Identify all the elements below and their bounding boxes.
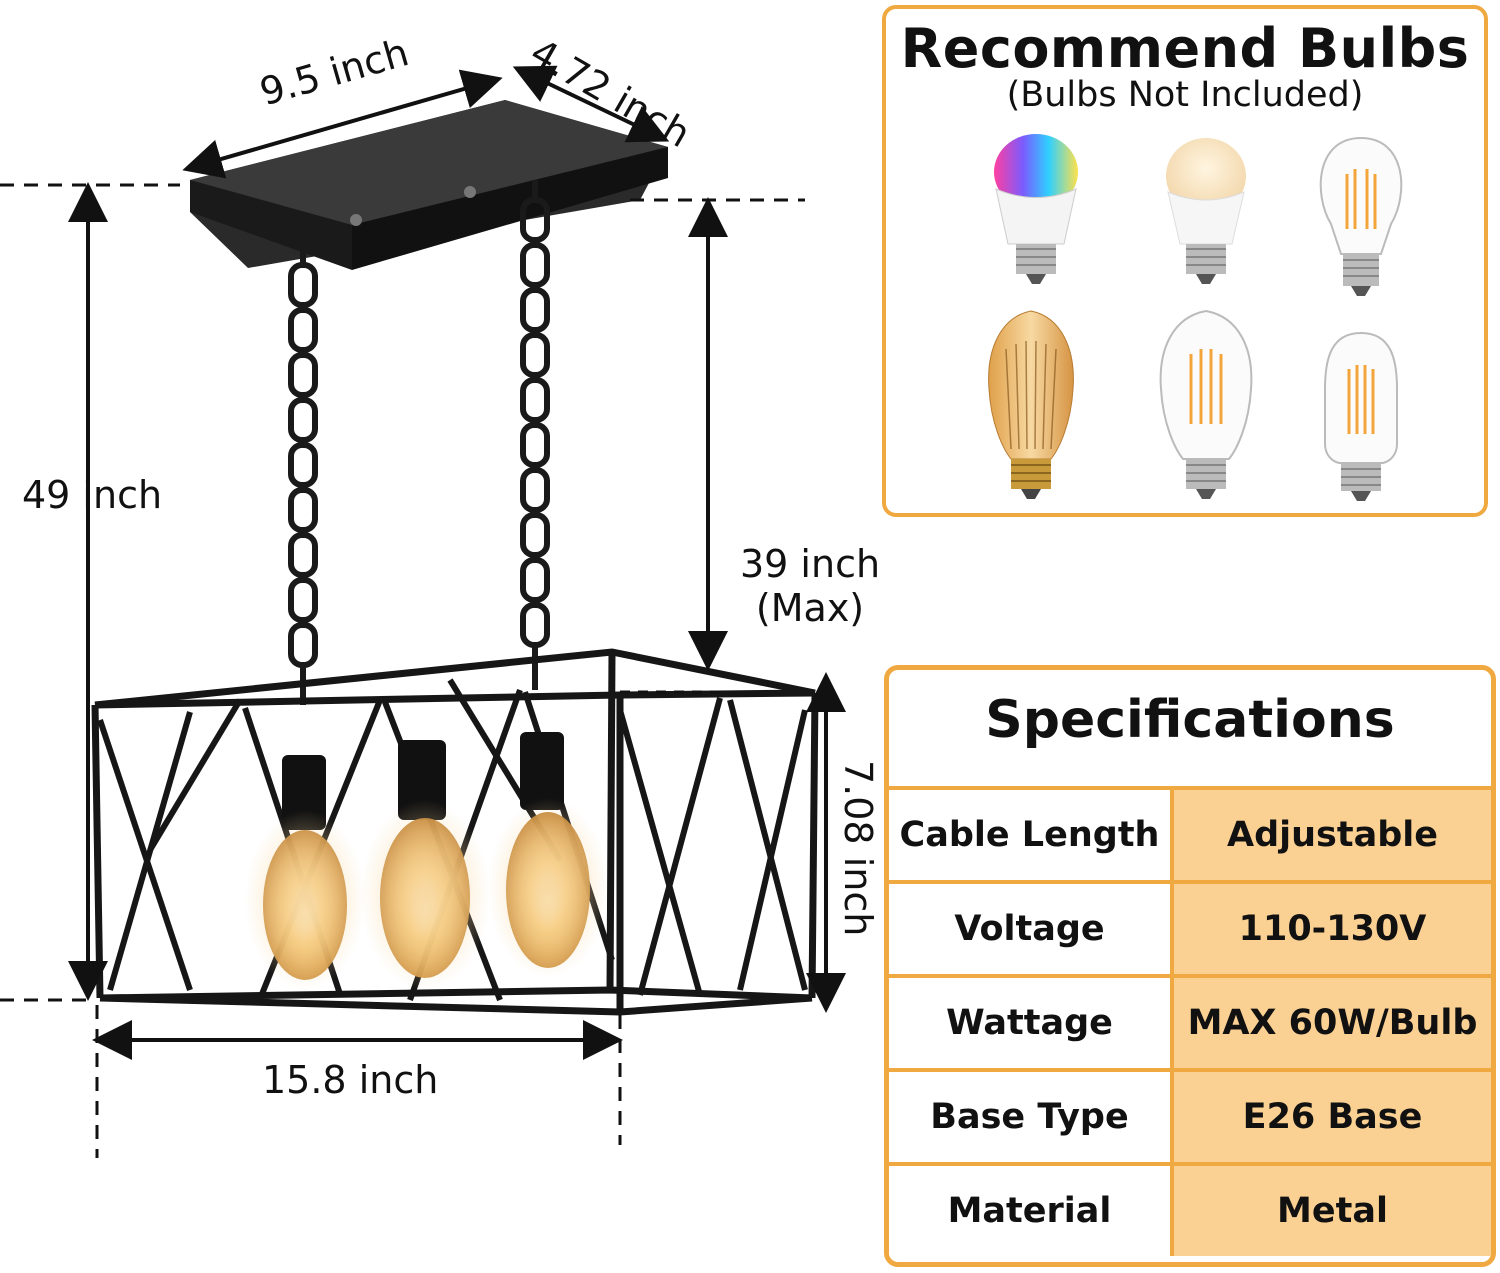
spec-row-voltage: Voltage 110-130V [889, 880, 1491, 974]
clear-t45-bulb-icon [1324, 331, 1398, 501]
spec-label: Cable Length [889, 790, 1174, 880]
total-height-label: 49 inch [22, 473, 163, 517]
cage-width-label: 15.8 inch [262, 1058, 439, 1102]
spec-row-cable-length: Cable Length Adjustable [889, 786, 1491, 880]
spec-label: Voltage [889, 884, 1174, 974]
spec-value: Adjustable [1174, 790, 1491, 880]
spec-value: Metal [1174, 1166, 1491, 1256]
spec-value: E26 Base [1174, 1072, 1491, 1162]
spec-label: Base Type [889, 1072, 1174, 1162]
specifications-table: Cable Length Adjustable Voltage 110-130V… [889, 786, 1491, 1256]
dimension-lines [0, 65, 846, 1158]
frosted-a19-bulb-icon [1166, 138, 1246, 284]
chain-max-note: (Max) [755, 586, 865, 630]
cage-height-label: 7.08 inch [836, 760, 880, 937]
bulbs-not-included-note: (Bulbs Not Included) [1006, 75, 1364, 115]
spec-row-base-type: Base Type E26 Base [889, 1068, 1491, 1162]
spec-row-material: Material Metal [889, 1162, 1491, 1256]
spec-value: MAX 60W/Bulb [1174, 978, 1491, 1068]
spec-label: Material [889, 1166, 1174, 1256]
left-chain [288, 240, 318, 705]
specifications-title: Specifications [985, 690, 1395, 750]
clear-st64-bulb-icon [1159, 309, 1253, 499]
right-chain [520, 180, 550, 690]
pendant-light-illustration [0, 65, 846, 1158]
bulb-center [360, 740, 490, 990]
bulb-left [245, 755, 365, 990]
canopy-plate [190, 100, 668, 270]
spec-value: 110-130V [1174, 884, 1491, 974]
recommend-bulbs-panel: Recommend Bulbs (Bulbs Not Included) [882, 5, 1488, 517]
spec-label: Wattage [889, 978, 1174, 1068]
spec-row-wattage: Wattage MAX 60W/Bulb [889, 974, 1491, 1068]
bulb-right [488, 732, 608, 978]
chain-max-value: 39 inch [740, 542, 881, 586]
specifications-panel: Specifications Cable Length Adjustable V… [884, 665, 1496, 1267]
recommend-bulbs-title: Recommend Bulbs [900, 17, 1470, 80]
clear-filament-a19-bulb-icon [1319, 136, 1403, 296]
amber-st64-bulb-icon [988, 310, 1074, 499]
rgb-smart-bulb-icon [994, 134, 1078, 284]
chain-max-label: 39 inch (Max) [740, 542, 880, 630]
